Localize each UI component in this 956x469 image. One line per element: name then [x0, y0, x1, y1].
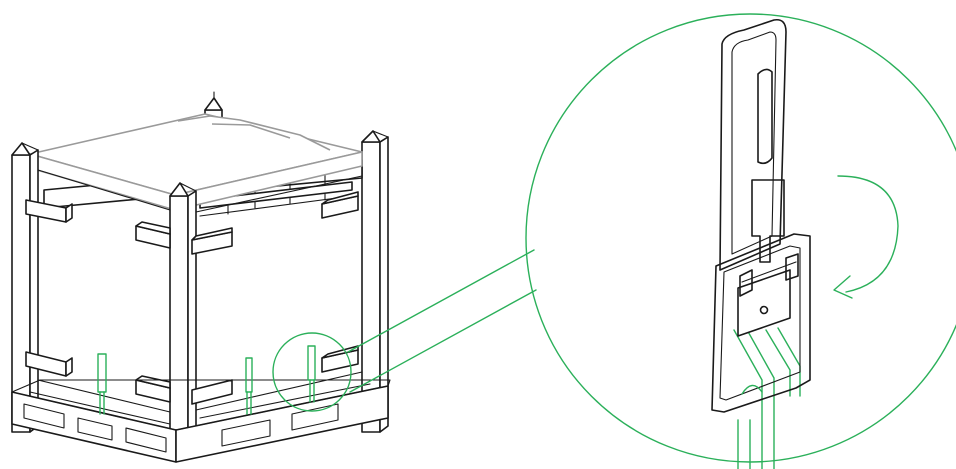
rotation-arrow-icon — [833, 175, 899, 299]
left-side-wall — [25, 169, 171, 413]
callout-lines — [347, 249, 537, 393]
strap-buckle-icon — [711, 18, 811, 469]
detail-marker-circle — [272, 332, 352, 412]
front-wall — [191, 175, 363, 411]
crate-icon — [11, 91, 391, 463]
strap-icon — [97, 345, 316, 415]
back-right-post — [361, 130, 389, 433]
front-left-post — [11, 142, 39, 433]
